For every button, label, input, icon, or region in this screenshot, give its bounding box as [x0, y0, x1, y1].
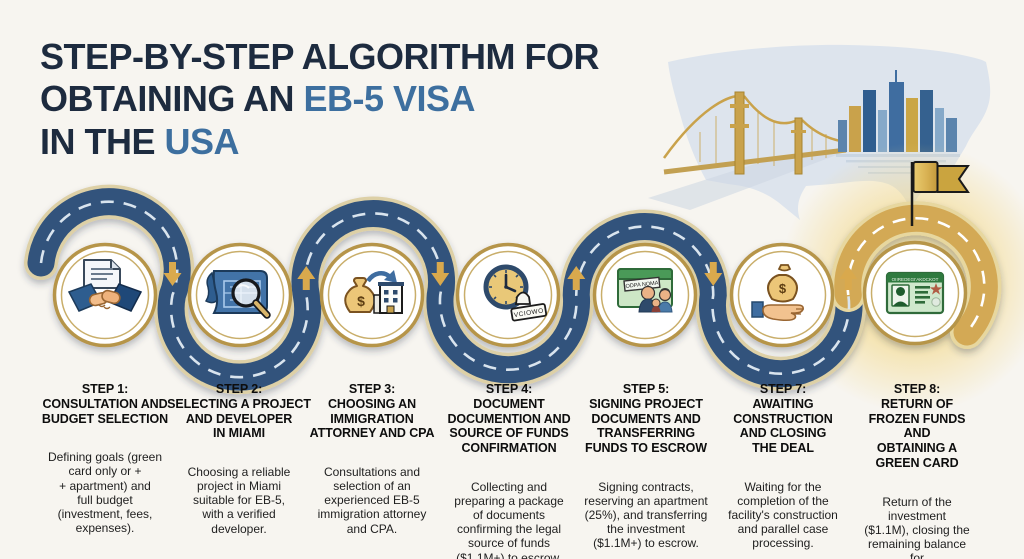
green-document-family-icon: ODPA NOMA	[617, 268, 673, 313]
step-title: STEP 7: AWAITING CONSTRUCTION AND CLOSIN…	[733, 382, 833, 455]
step-description: Return of the investment ($1.1M), closin…	[864, 494, 970, 559]
step-column-1: STEP 1: CONSULTATION AND BUDGET SELECTIO…	[42, 364, 168, 553]
title-line3: IN THE	[40, 120, 165, 162]
step-title: STEP 5: SIGNING PROJECT DOCUMENTS AND TR…	[585, 382, 707, 455]
gold-road-center-dashes	[846, 216, 986, 333]
route-arrow-down	[163, 262, 182, 286]
star-shape	[929, 283, 943, 295]
step-title: STEP 3: CHOOSING AN IMMIGRATION ATTORNEY…	[309, 382, 435, 441]
title-line1: STEP-BY-STEP ALGORITHM FOR	[40, 36, 600, 77]
step-description: Waiting for the completion of the facili…	[728, 479, 838, 551]
green-card-icon: OIIREDEGI'AKDCKOT	[885, 271, 945, 315]
step-column-8: STEP 8: RETURN OF FROZEN FUNDS AND OBTAI…	[864, 364, 971, 559]
route-arrow-up	[297, 266, 316, 290]
title-line3-accent: USA	[164, 120, 240, 162]
step-column-7: STEP 7: AWAITING CONSTRUCTION AND CLOSIN…	[728, 364, 838, 559]
hand-holding-money-bag-icon: $	[751, 264, 804, 322]
route-arrow-up	[567, 266, 586, 290]
route-arrow-up	[839, 266, 858, 290]
gold-flag-icon	[910, 161, 970, 226]
document-label: ODPA NOMA	[625, 280, 659, 289]
road-center-dashes	[39, 200, 851, 379]
handshake-document-icon	[67, 259, 143, 312]
golden-gate-bridge-icon	[662, 91, 847, 175]
blueprint-magnifier-icon	[204, 270, 271, 319]
step-description: Choosing a reliable project in Miami sui…	[187, 465, 291, 536]
step-description: Collecting and preparing a package of do…	[454, 479, 564, 559]
route-arrow-down	[431, 262, 450, 286]
page-title: STEP-BY-STEP ALGORITHM FOR OBTAINING AN …	[40, 36, 600, 163]
step-column-3: STEP 3: CHOOSING AN IMMIGRATION ATTORNEY…	[310, 364, 435, 554]
svg-text:$: $	[779, 281, 787, 296]
clock-approval-stamp-icon: VCIOWO	[483, 264, 548, 322]
step-description: Signing contracts, reserving an apartmen…	[584, 479, 708, 551]
step-title: STEP 1: CONSULTATION AND BUDGET SELECTIO…	[41, 382, 169, 426]
step-description: Defining goals (green card only or + + a…	[47, 450, 163, 536]
step-column-4: STEP 4: DOCUMENT DOCUMENTION AND SOURCE …	[447, 364, 570, 559]
title-line2: OBTAINING AN	[40, 78, 304, 120]
stamp-label: VCIOWO	[513, 307, 544, 319]
step-title: STEP 4: DOCUMENT DOCUMENTION AND SOURCE …	[447, 382, 571, 455]
route-arrow-down	[704, 262, 723, 286]
step-column-5: STEP 5: SIGNING PROJECT DOCUMENTS AND TR…	[584, 364, 707, 559]
step-title: STEP 2: SELECTING A PROJECT AND DEVELOPE…	[167, 382, 311, 441]
card-header-label: OIIREDEGI'AKDCKOT	[892, 277, 939, 282]
money-bag-building-icon: $	[344, 270, 404, 314]
title-line2-accent: EB-5 VISA	[303, 78, 476, 120]
svg-text:$: $	[357, 293, 365, 309]
step-description: Consultations and selection of an experi…	[317, 465, 427, 536]
step-icons: $ VCIOWO	[67, 259, 945, 322]
serpentine-road	[24, 184, 1002, 395]
step-title: STEP 8: RETURN OF FROZEN FUNDS AND OBTAI…	[868, 382, 966, 470]
step-column-2: STEP 2: SELECTING A PROJECT AND DEVELOPE…	[167, 364, 311, 554]
